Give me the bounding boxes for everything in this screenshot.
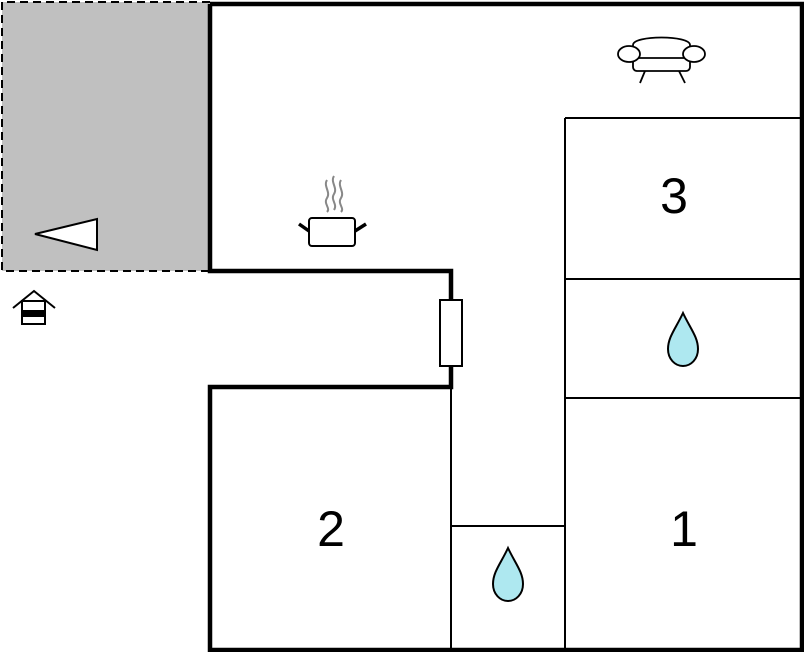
room-label-2: 2 [317,501,345,557]
sofa-icon [617,36,706,84]
room-label-1: 1 [670,501,698,557]
interior-walls [450,117,802,650]
room-label-3: 3 [660,168,688,224]
terrace-area [1,1,210,272]
cooking-pot-icon [297,175,367,247]
water-drop-icon [666,310,700,368]
outer-walls [207,1,804,652]
terrace-triangle-icon [34,217,98,252]
heater-icon [439,299,463,367]
house-entrance-icon [12,289,56,325]
water-drop-icon [491,545,525,603]
